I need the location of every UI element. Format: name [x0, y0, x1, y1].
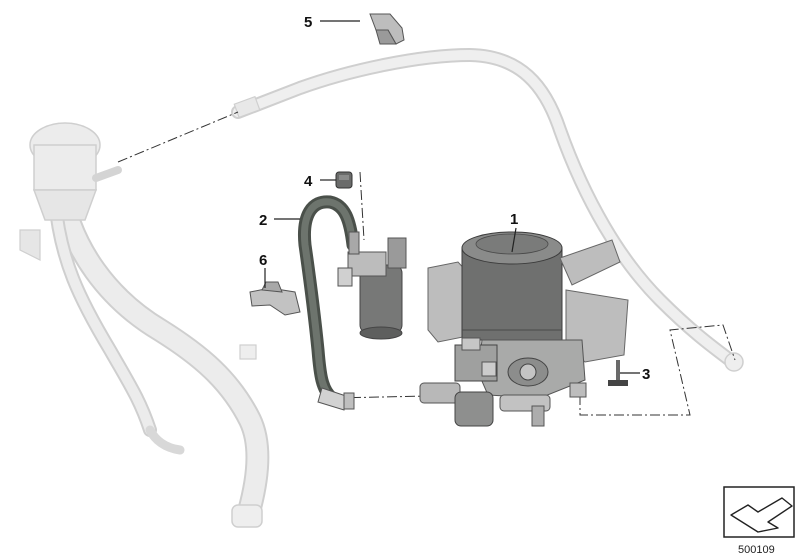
part-1-carbon-canister	[419, 231, 629, 427]
part-5-clip	[369, 13, 405, 45]
callout-6: 6	[259, 252, 267, 269]
leader-1	[511, 227, 517, 253]
orientation-box	[723, 486, 795, 538]
leader-lines	[264, 20, 640, 374]
purge-valve-upper	[337, 231, 407, 340]
callout-2: 2	[259, 212, 267, 229]
ghost-filler-neck-assembly	[19, 122, 270, 528]
part-2-vent-hose	[297, 195, 360, 411]
part-6-holder	[249, 281, 301, 316]
callout-1: 1	[510, 211, 518, 228]
callout-5: 5	[304, 14, 312, 31]
diagram-reference-number: 500109	[738, 544, 775, 556]
callout-3: 3	[642, 366, 650, 383]
forward-arrow-icon	[730, 497, 793, 533]
part-4-grommet	[335, 171, 353, 189]
callout-4: 4	[304, 173, 313, 190]
ghost-vent-line	[231, 48, 744, 372]
part-3-bolt	[608, 360, 628, 386]
assembly-lines	[117, 111, 736, 416]
